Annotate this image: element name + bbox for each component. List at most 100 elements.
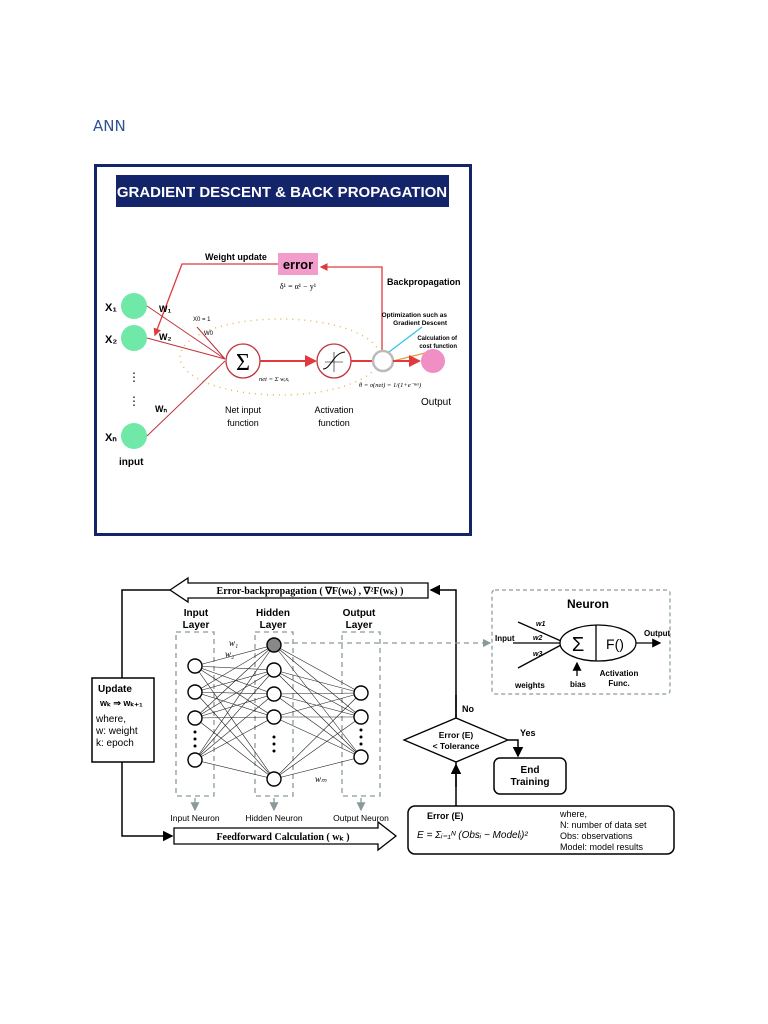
end-training-box [493, 757, 567, 795]
hidden-layer-box [254, 631, 294, 797]
optimization-label-2: Gradient Descent [393, 320, 448, 327]
output-neuron [353, 685, 369, 701]
ellipsis-dot [359, 728, 363, 732]
title-banner [116, 175, 449, 207]
output-node [421, 349, 445, 373]
error-box-n-def: N: number of data set [560, 820, 647, 830]
figure-title: GRADIENT DESCENT & BACK PROPAGATION [117, 184, 447, 201]
neuron-sigma: Σ [572, 634, 584, 656]
neuron-activation-2: Func. [608, 679, 629, 688]
network-edge [194, 693, 275, 761]
caption-hidden-neuron: Hidden Neuron [245, 813, 302, 823]
network-edge [273, 692, 362, 780]
network-edge [273, 693, 362, 718]
bias-line [196, 326, 226, 360]
ellipsis-dots-2: ⋮ [128, 394, 140, 408]
hidden-neuron [266, 637, 282, 653]
neuron-weights-label: weights [514, 681, 545, 690]
output-layer-box [341, 631, 381, 797]
section-heading: ANN [93, 117, 126, 135]
error-box-obs-def: Obs: observations [560, 831, 633, 841]
network-edge [194, 691, 275, 718]
input-node-1 [121, 293, 147, 319]
gradient-descent-figure: GRADIENT DESCENT & BACK PROPAGATION Weig… [94, 164, 472, 536]
error-formula: δ¹ = α¹ − y¹ [280, 282, 317, 291]
input-caption: input [119, 457, 144, 468]
backprop-to-update-line [121, 589, 170, 678]
ellipsis-dot [272, 749, 276, 753]
feedforward-banner-text: Feedforward Calculation ( wₖ ) [216, 832, 349, 843]
gradient-descent-diagram: GRADIENT DESCENT & BACK PROPAGATION Weig… [105, 175, 461, 468]
decision-yes: Yes [520, 728, 536, 738]
layer-title-output-2: Layer [346, 620, 373, 631]
network-edge [273, 644, 362, 718]
neuron-activation-1: Activation [600, 669, 639, 678]
layer-title-hidden-1: Hidden [256, 608, 290, 619]
activation-label-2: function [318, 418, 350, 428]
ellipsis-dot [193, 730, 197, 734]
neuron-w3: w3 [533, 651, 542, 658]
bias-input-label: X0 = 1 [193, 317, 211, 323]
weight-label-2: W₂ [159, 332, 172, 342]
weight-label-1: W₁ [159, 304, 171, 314]
sigmoid-icon [322, 351, 346, 370]
network-edge [194, 693, 275, 719]
training-flowchart-diagram: Error-backpropagation ( ∇F(wₖ) , ∇²F(wₖ)… [91, 576, 675, 855]
input-label-2: X₂ [105, 334, 117, 346]
network-edge [194, 665, 275, 718]
ellipsis-dot [359, 742, 363, 746]
network-edge [273, 692, 362, 695]
input-label-n: Xₙ [105, 432, 117, 444]
weight-update-arrow [153, 263, 303, 337]
input-node-2 [121, 325, 147, 351]
activation-label-1: Activation [314, 405, 353, 415]
network-edge [194, 644, 275, 667]
layer-title-input-2: Layer [183, 620, 210, 631]
optimization-pointer [388, 326, 423, 353]
cost-node [371, 349, 395, 373]
backprop-banner-text: Error-backpropagation ( ∇F(wₖ) , ∇²F(wₖ)… [217, 586, 404, 597]
end-training-line-1: End [521, 765, 540, 776]
network-edge [194, 669, 275, 761]
output-neuron [353, 709, 369, 725]
update-k-def: k: epoch [96, 738, 134, 749]
neuron-w1: w1 [536, 621, 545, 628]
network-edges [194, 644, 362, 780]
wm-label: wₘ [315, 774, 327, 784]
network-edge [273, 756, 362, 780]
ellipsis-dots: ⋮ [128, 370, 140, 384]
output-formula: θ = σ(net) = 1/(1+e⁻ⁿᵉᵗ) [359, 382, 421, 389]
neuron-input-label: Input [495, 634, 515, 643]
error-box-title: Error (E) [427, 811, 464, 821]
optimization-label-1: Optimization such as [382, 312, 448, 319]
input-layer-box [175, 631, 215, 797]
decision-line-1: Error (E) [439, 730, 474, 740]
network-edge [273, 716, 362, 780]
hidden-neuron [266, 771, 282, 787]
caption-input-neuron: Input Neuron [170, 813, 219, 823]
input-neuron [187, 658, 203, 674]
backprop-banner [168, 576, 429, 604]
input-label-1: X₁ [105, 302, 117, 314]
feedforward-banner [173, 820, 398, 852]
network-edge [194, 669, 275, 693]
output-neuron [353, 749, 369, 765]
ellipsis-dot [193, 737, 197, 741]
input-node-n [121, 423, 147, 449]
network-edge [273, 692, 362, 718]
weight-label-n: Wₙ [155, 404, 167, 414]
network-edge [273, 716, 362, 758]
net-input-label-2: function [227, 418, 259, 428]
network-edge [273, 693, 362, 758]
decision-line-2: < Tolerance [433, 741, 480, 751]
network-edge [194, 669, 275, 719]
update-title: Update [98, 684, 132, 695]
input-neuron [187, 710, 203, 726]
update-w-def: w: weight [95, 726, 138, 737]
backprop-arrow [319, 263, 383, 353]
weight-line-1 [146, 305, 226, 360]
network-edge [194, 665, 275, 671]
weight-line-2 [146, 337, 226, 360]
update-formula: wₖ ⇒ wₖ₊₁ [99, 698, 143, 708]
network-edge [273, 644, 362, 758]
